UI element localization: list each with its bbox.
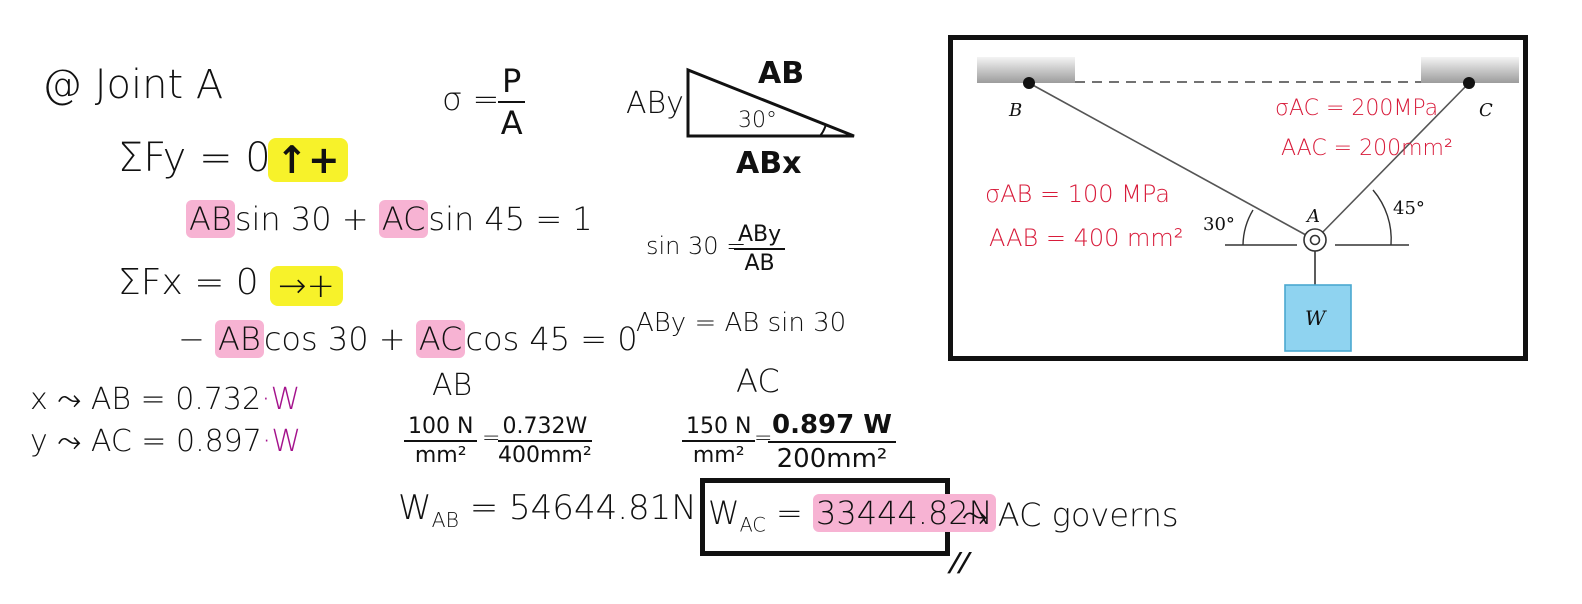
ac-lhs-fraction: 150 N mm² (682, 414, 756, 468)
ac-lhs-denominator: mm² (692, 443, 745, 468)
ac-force-term: AC (378, 200, 429, 238)
ac-rhs-numerator: 0.897 W (768, 410, 896, 443)
ac-force-term-fx: AC (415, 320, 466, 358)
ac-result-subscript: AC (739, 513, 766, 537)
ab-result-subscript: AB (431, 507, 459, 532)
sin-relation-denominator: AB (744, 251, 775, 276)
triangle-vertical-label: ABy (626, 86, 684, 121)
force-triangle (686, 67, 855, 138)
sin-term: sin 30 + (234, 200, 369, 238)
up-positive-sign: ↑+ (268, 138, 348, 182)
ac-rhs-fraction: 0.897 W 200mm² (768, 410, 896, 474)
triangle-hyp-label: AB (758, 56, 805, 91)
angle-label-30: 30° (1203, 214, 1235, 235)
ab-calc-heading: AB (432, 368, 473, 403)
stress-denominator: A (500, 104, 523, 142)
w-suffix: ·W (261, 382, 301, 417)
ab-rhs-fraction: 0.732W 400mm² (498, 414, 592, 468)
diagram-drawing (977, 57, 1519, 352)
triangle-horizontal-label: ABx (736, 146, 802, 181)
ab-rhs-numerator: 0.732W (498, 414, 592, 442)
ab-force-term-fx: AB (214, 320, 264, 358)
ac-equals: = (754, 426, 773, 451)
ab-rhs-denominator: 400mm² (498, 443, 592, 468)
angle-arc-left (1242, 209, 1254, 246)
ac-calc-heading: AC (736, 362, 780, 400)
triangle-angle-label: 30° (738, 108, 777, 133)
ab-result-value: = 54644.81N (469, 488, 697, 528)
x-solution: x ⤳ AB = 0.732·W (30, 382, 300, 417)
ac-lhs-numerator: 150 N (682, 414, 756, 442)
sin-relation-numerator: ABy (734, 222, 786, 250)
sum-fx-equation: ΣFx = 0 (118, 262, 259, 303)
ac-result: WAC = 33444.82N (708, 494, 996, 536)
label-c: C (1479, 100, 1493, 121)
label-a: A (1307, 206, 1320, 227)
x-solution-text: x ⤳ AB = 0.732 (30, 382, 262, 417)
cos-term-2: cos 45 = 0 (465, 320, 638, 358)
label-b: B (1009, 100, 1023, 121)
equation-fx: − ABcos 30 + ACcos 45 = 0 (178, 320, 638, 358)
ac-result-equals: = (776, 494, 803, 532)
final-answer-mark: // (945, 548, 974, 578)
sum-fy-equation: ΣFy = 0 (118, 135, 271, 181)
joint-title: @ Joint A (42, 62, 224, 108)
weight-block (1284, 284, 1352, 352)
angle-label-45: 45° (1393, 198, 1425, 219)
y-solution: y ⤳ AC = 0.897·W (30, 424, 301, 459)
area-ab-annotation: AAB = 400 mm² (989, 224, 1184, 252)
stress-fraction: P A (498, 62, 526, 142)
member-ab (1028, 82, 1316, 241)
structure-diagram: B C A W 30° 45° σAB = 100 MPa AAB = 400 … (948, 35, 1528, 361)
stress-numerator: P (498, 62, 526, 103)
sigma-ac-annotation: σAC = 200MPa (1275, 96, 1439, 121)
sin-relation-lhs: sin 30 = (646, 232, 747, 260)
ab-lhs-denominator: mm² (414, 443, 467, 468)
ab-result-label: W (398, 488, 432, 528)
member-ac (1314, 82, 1470, 241)
minus-sign: − (178, 320, 205, 358)
ab-force-term: AB (186, 200, 235, 238)
ac-rhs-denominator: 200mm² (776, 444, 888, 474)
joint-a-center (1309, 234, 1321, 246)
sin-relation-fraction: ABy AB (734, 222, 786, 276)
ab-lhs-numerator: 100 N (404, 414, 478, 442)
right-positive-sign: →+ (270, 266, 343, 306)
ab-equals: = (482, 426, 501, 451)
governs-note: ⤳ AC governs (962, 496, 1179, 534)
ab-result: WAB = 54644.81N (398, 488, 697, 532)
ac-result-label: W (708, 494, 740, 532)
sin-term-2: sin 45 = 1 (428, 200, 593, 238)
area-ac-annotation: AAC = 200mm² (1281, 136, 1453, 161)
pin-c (1463, 77, 1475, 89)
y-solution-text: y ⤳ AC = 0.897 (30, 424, 262, 459)
w-suffix-2: ·W (261, 424, 302, 459)
cos-term: cos 30 + (263, 320, 406, 358)
stress-formula-lhs: σ = (442, 80, 500, 118)
label-w: W (1305, 306, 1326, 330)
ac-result-value: 33444.82N (812, 494, 996, 532)
equation-fy: ABsin 30 + ACsin 45 = 1 (186, 200, 593, 238)
ab-lhs-fraction: 100 N mm² (404, 414, 478, 468)
sin-relation-result: ABy = AB sin 30 (636, 308, 847, 338)
sigma-ab-annotation: σAB = 100 MPa (985, 180, 1170, 208)
angle-arc-right (1372, 189, 1392, 246)
pin-b (1023, 77, 1035, 89)
